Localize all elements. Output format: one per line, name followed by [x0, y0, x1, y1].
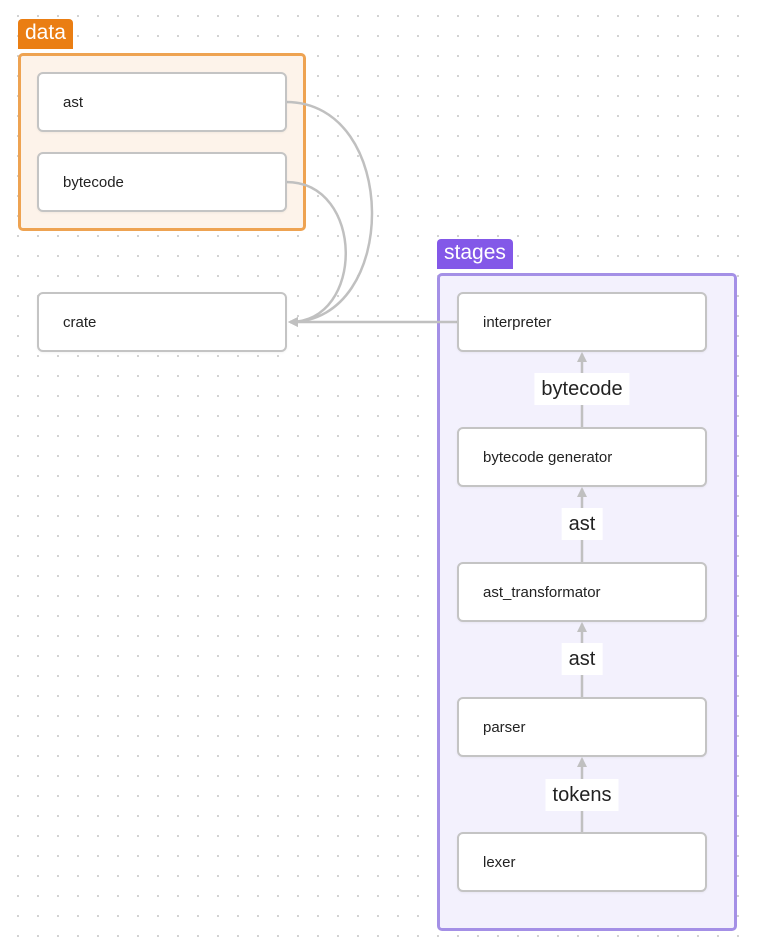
node-ast-transformator[interactable]: ast_transformator — [457, 562, 707, 622]
edge-label-bytecode: bytecode — [534, 373, 630, 405]
node-parser[interactable]: parser — [457, 697, 707, 757]
edge-label-ast-2: ast — [561, 643, 603, 675]
node-ast[interactable]: ast — [37, 72, 287, 132]
edge-label-tokens: tokens — [545, 779, 619, 811]
node-lexer[interactable]: lexer — [457, 832, 707, 892]
group-data-label: data — [18, 19, 73, 49]
node-bytecode[interactable]: bytecode — [37, 152, 287, 212]
node-bytecode-generator[interactable]: bytecode generator — [457, 427, 707, 487]
node-interpreter[interactable]: interpreter — [457, 292, 707, 352]
group-stages-label: stages — [437, 239, 513, 269]
edge-label-ast-1: ast — [561, 508, 603, 540]
node-crate[interactable]: crate — [37, 292, 287, 352]
